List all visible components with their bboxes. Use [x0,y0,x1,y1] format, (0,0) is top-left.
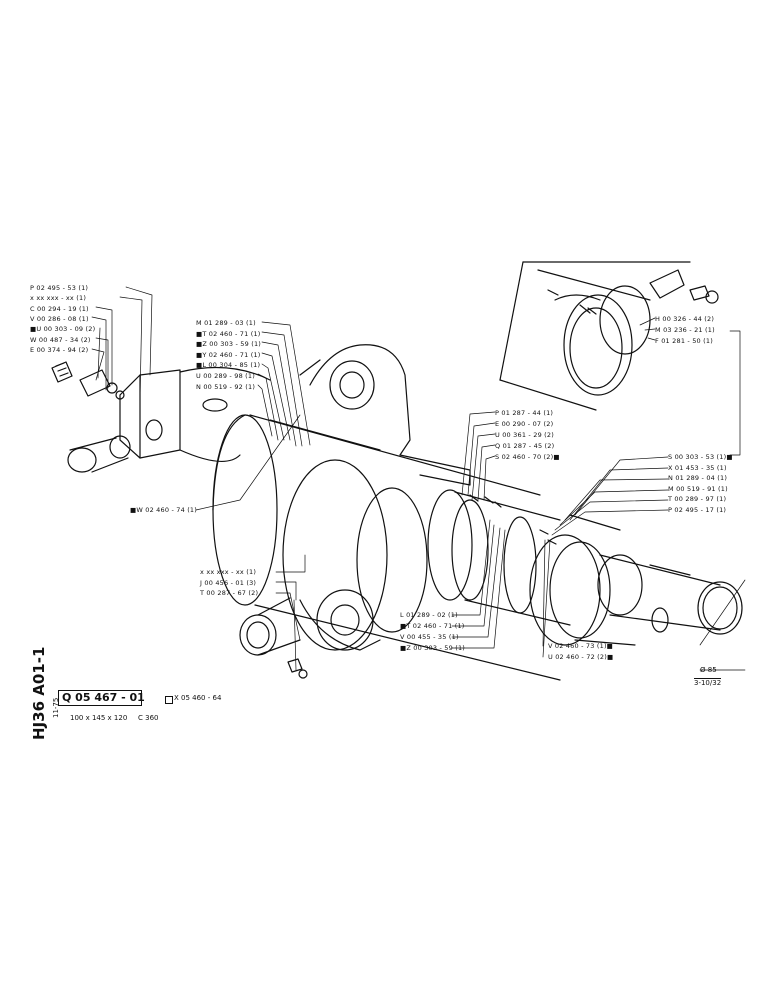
callout-label: H 00 326 - 44 (2) [655,315,715,323]
callout-label: M 03 236 - 21 (1) [655,326,715,334]
callout-label: ■Z 00 303 - 59 (1) [400,644,466,652]
alt-code: X 05 460 - 64 [174,694,222,702]
callout-label: Q 01 287 - 45 (2) [495,442,555,450]
callout-label: ■Z 00 303 - 59 (1) [196,340,262,349]
lower-ear-drawing [239,589,381,679]
callout-label: E 00 374 - 94 (2) [30,345,89,354]
rod-end-drawing [529,514,743,646]
callout-label: J 00 456 - 01 (3) [200,578,257,587]
callout-label: F 01 281 - 50 (1) [655,337,713,345]
sheet-ref-vertical: HJ36 A01-1 [30,646,48,740]
callout-label: P 01 287 - 44 (1) [495,409,554,417]
callout-label: V 02 460 - 73 (1)■ [548,642,614,650]
callout-label: U 00 361 - 29 (2) [495,431,554,439]
alt-code-checkbox [165,696,173,704]
cylinder-tube-drawing [212,414,561,681]
callout-label: N 01 289 - 04 (1) [668,474,728,482]
callout-label: E 00 290 - 07 (2) [495,420,554,428]
callout-label: W 00 487 - 34 (2) [30,335,91,344]
leader-lines [91,286,746,671]
callout-label: M 01 289 - 03 (1) [196,319,256,327]
callout-label: P 02 495 - 17 (1) [668,505,727,514]
scale-note-top: Ø 85 [700,666,717,674]
callout-label: P 02 495 - 53 (1) [30,284,89,292]
model-number: C 360 [138,714,159,722]
callout-w: ■W 02 460 - 74 (1) [130,506,198,514]
callout-label: V 00 286 - 08 (1) [30,314,89,323]
callout-label: S 02 460 - 70 (2)■ [495,453,560,461]
mounting-ear-drawing [299,344,471,486]
callout-label: C 00 294 - 19 (1) [30,304,89,313]
callout-label: ■T 02 460 - 71 (1) [400,622,465,630]
part-code-box [58,690,142,706]
callout-label: T 00 289 - 97 (1) [668,495,727,503]
callout-label: V 00 455 - 35 (1) [400,633,459,641]
callout-label: T 00 287 - 67 (2) [200,589,259,597]
callout-label: ■T 02 460 - 71 (1) [196,329,261,338]
cylinder-dims: 100 x 145 x 120 [70,714,128,722]
part-code: Q 05 467 - 01 [62,691,145,704]
callout-label: L 01 289 - 02 (1) [400,611,458,619]
callout-label: S 00 303 - 53 (1)■ [668,453,733,461]
callout-label: N 00 519 - 92 (1) [196,382,256,391]
callout-label: x xx xxx - xx (1) [30,294,87,303]
callout-label: ■Y 02 460 - 71 (1) [196,350,261,359]
callout-label: U 02 460 - 72 (2)■ [548,653,614,661]
inset-detail-drawing [499,261,719,411]
scale-note-bottom: 3-10/32 [694,678,722,687]
callout-label: U 00 289 - 98 (1) [196,372,255,380]
left-end-parts-drawing [51,361,271,473]
callout-label: x xx xxx - xx (1) [200,568,257,576]
callout-label: X 01 453 - 35 (1) [668,463,727,472]
callout-label: ■L 00 304 - 85 (1) [196,361,261,370]
callout-label: ■U 00 303 - 09 (2) [30,325,96,334]
callout-label: M 00 519 - 91 (1) [668,484,728,493]
